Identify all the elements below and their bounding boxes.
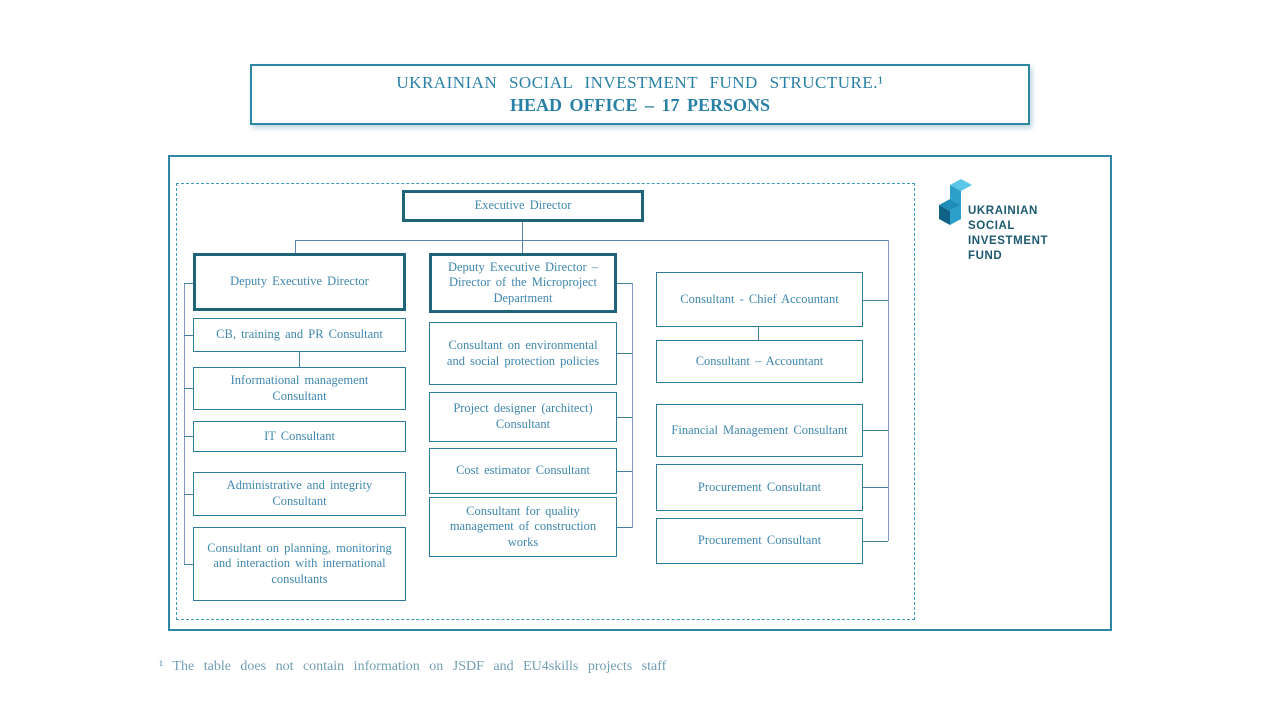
node-quality-management-consultant: Consultant for quality management of con… bbox=[429, 497, 617, 557]
usif-logo: UKRAINIAN SOCIAL INVESTMENT FUND bbox=[938, 172, 1088, 267]
usif-logo-wordmark: UKRAINIAN SOCIAL INVESTMENT FUND bbox=[968, 204, 1048, 264]
connector-line bbox=[522, 222, 523, 240]
connector-line bbox=[758, 327, 759, 340]
title-box: UKRAINIAN SOCIAL INVESTMENT FUND STRUCTU… bbox=[250, 64, 1030, 125]
node-administrative-integrity-consultant: Administrative and integrity Consultant bbox=[193, 472, 406, 516]
connector-line bbox=[863, 430, 888, 431]
connector-line bbox=[299, 352, 300, 367]
connector-line bbox=[617, 417, 632, 418]
logo-line-3: INVESTMENT bbox=[968, 235, 1049, 247]
node-project-designer-consultant: Project designer (architect) Consultant bbox=[429, 392, 617, 442]
connector-line bbox=[184, 494, 193, 495]
connector-line bbox=[184, 335, 193, 336]
connector-line bbox=[863, 487, 888, 488]
connector-line bbox=[184, 283, 185, 565]
node-it-consultant: IT Consultant bbox=[193, 421, 406, 452]
connector-line bbox=[863, 300, 888, 301]
node-executive-director: Executive Director bbox=[402, 190, 644, 222]
connector-line bbox=[184, 388, 193, 389]
node-cb-training-pr-consultant: CB, training and PR Consultant bbox=[193, 318, 406, 352]
connector-line bbox=[184, 564, 193, 565]
node-chief-accountant: Consultant - Chief Accountant bbox=[656, 272, 863, 327]
logo-line-1: UKRAINIAN bbox=[968, 205, 1038, 217]
node-cost-estimator-consultant: Cost estimator Consultant bbox=[429, 448, 617, 494]
node-financial-management-consultant: Financial Management Consultant bbox=[656, 404, 863, 457]
usif-logo-icon bbox=[939, 179, 972, 225]
page-subtitle: HEAD OFFICE – 17 PERSONS bbox=[509, 95, 771, 115]
node-planning-monitoring-consultant: Consultant on planning, monitoring and i… bbox=[193, 527, 406, 601]
connector-line bbox=[617, 527, 632, 528]
page-title: UKRAINIAN SOCIAL INVESTMENT FUND STRUCTU… bbox=[396, 73, 884, 92]
connector-line bbox=[888, 240, 889, 541]
connector-line bbox=[617, 283, 632, 284]
logo-line-4: FUND bbox=[968, 250, 1003, 262]
chart-dashed-frame bbox=[176, 183, 915, 620]
connector-line bbox=[632, 283, 633, 528]
connector-line bbox=[295, 240, 889, 241]
connector-line bbox=[863, 541, 888, 542]
node-accountant: Consultant – Accountant bbox=[656, 340, 863, 383]
node-deputy-executive-director: Deputy Executive Director bbox=[193, 253, 406, 311]
node-environmental-social-consultant: Consultant on environmental and social p… bbox=[429, 322, 617, 385]
connector-line bbox=[184, 283, 193, 284]
footnote: ¹ The table does not contain information… bbox=[159, 659, 667, 674]
node-procurement-consultant-1: Procurement Consultant bbox=[656, 464, 863, 511]
logo-line-2: SOCIAL bbox=[968, 220, 1016, 232]
node-informational-management-consultant: Informational management Consultant bbox=[193, 367, 406, 410]
node-deputy-director-microproject: Deputy Executive Director – Director of … bbox=[429, 253, 617, 313]
node-procurement-consultant-2: Procurement Consultant bbox=[656, 518, 863, 564]
connector-line bbox=[617, 471, 632, 472]
connector-line bbox=[617, 353, 632, 354]
connector-line bbox=[522, 241, 523, 253]
connector-line bbox=[184, 436, 193, 437]
connector-line bbox=[295, 241, 296, 253]
